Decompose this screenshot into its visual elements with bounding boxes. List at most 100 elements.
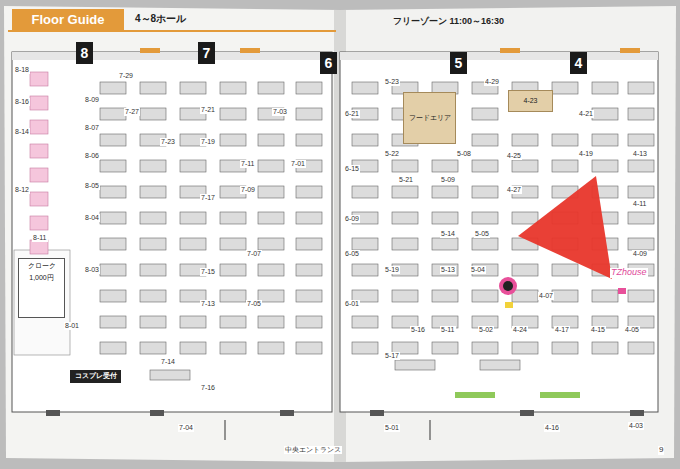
food-area: フードエリア [403,92,456,144]
booth-block [392,238,418,250]
booth-number: 7-03 [272,108,288,116]
booth-number: 4-05 [624,326,640,334]
booth-number: 6-09 [344,215,360,223]
booth-block [432,186,458,198]
booth-block [592,342,618,354]
booth-number: 7-21 [200,106,216,114]
booth-block [352,264,378,276]
booth-block [432,160,458,172]
booth-number: 8-06 [84,152,100,160]
booth-block [432,290,458,302]
booth-block [140,316,166,328]
booth-block [628,160,654,172]
booth-number: 7-14 [160,358,176,366]
booth-block [472,290,498,302]
booth-number: 5-05 [474,230,490,238]
booth-number: 4-15 [590,326,606,334]
booth-number: 5-01 [384,424,400,432]
booth-number: 5-21 [398,176,414,184]
booth-block [100,108,126,120]
booth-block [628,82,654,94]
booth-number: 5-16 [410,326,426,334]
booth-number: 7-09 [240,186,256,194]
booth-block [220,238,246,250]
booth-block [140,186,166,198]
booth-block [100,134,126,146]
booth-block [472,108,498,120]
booth-block [628,186,654,198]
booth-block [352,134,378,146]
node-text: コスプレ受付 [75,372,117,380]
booth-block [258,238,284,250]
booth-block [352,186,378,198]
booth-block [258,186,284,198]
booth-block [100,264,126,276]
booth-block [220,290,246,302]
booth-block [220,264,246,276]
booth-block [296,212,322,224]
booth-block [392,290,418,302]
booth-number: 4-17 [554,326,570,334]
booth-block [628,108,654,120]
cosplay-tag: コスプレ受付 [70,370,121,383]
booth-block [512,134,538,146]
booth-block [150,370,190,380]
booth-number: 5-04 [470,266,486,274]
node-text: 6 [325,55,333,72]
booth-block [512,264,538,276]
booth-number: 8-12 [14,186,30,194]
booth-block [432,212,458,224]
booth-block [220,82,246,94]
booth-block [552,160,578,172]
booth-number: 5-19 [384,266,400,274]
booth-block [258,316,284,328]
booth-number: 4-29 [484,78,500,86]
booth-block [100,238,126,250]
booth-block [296,186,322,198]
booth-block [472,186,498,198]
booth-number: 8-09 [84,96,100,104]
booth-number: 8-01 [64,322,80,330]
booth-block [296,316,322,328]
booth-block [392,212,418,224]
booth-block [258,82,284,94]
booth-block [480,360,520,370]
booth-block [296,264,322,276]
booth-block [30,192,48,206]
booth-number: 7-15 [200,268,216,276]
booth-block [100,316,126,328]
booth-number: 5-09 [440,176,456,184]
booth-number: 8-18 [14,66,30,74]
booth-block [592,82,618,94]
booth-block [552,264,578,276]
booth-number: 5-14 [440,230,456,238]
booth-number: 5-17 [384,352,400,360]
booth-block [140,82,166,94]
booth-block [30,96,48,110]
booth-block [258,160,284,172]
booth-number: 8-03 [84,266,100,274]
hall-number: 5 [450,52,467,74]
node-text: 4 [575,55,583,72]
booth-number: 5-08 [456,150,472,158]
booth-number: 7-19 [200,138,216,146]
booth-block [552,342,578,354]
booth-number: 7-01 [290,160,306,168]
booth-number: 7-07 [246,250,262,258]
booth-number: 4-13 [632,150,648,158]
booth-block [552,82,578,94]
booth-block [258,134,284,146]
booth-block [100,290,126,302]
booth-block [296,290,322,302]
booth-block [100,186,126,198]
booth-block [180,160,206,172]
booth-block [30,144,48,158]
booth-number: 5-13 [440,266,456,274]
booth-block [100,82,126,94]
booth-block [392,186,418,198]
booth-number: 5-02 [478,326,494,334]
node-text: 8 [81,45,89,62]
booth-block [628,238,654,250]
booth-block [352,342,378,354]
booth-block [258,212,284,224]
